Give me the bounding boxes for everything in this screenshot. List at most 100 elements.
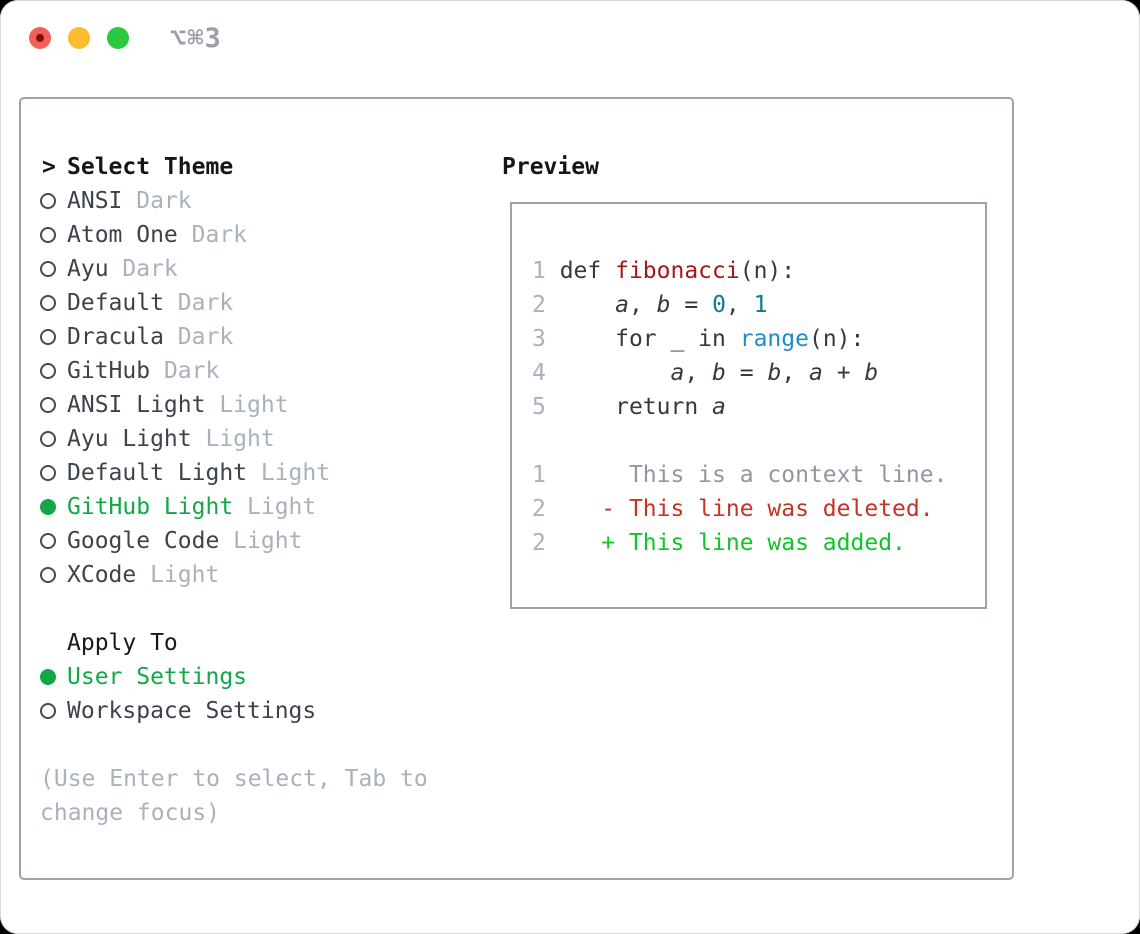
radio-icon[interactable] (40, 329, 56, 345)
code-token-var: b (864, 360, 879, 386)
preview-line: 2 a, b = 0, 1 (532, 288, 985, 322)
hint-text: (Use Enter to select, Tab to change focus… (40, 762, 428, 830)
theme-item-google-code[interactable]: Google Code Light (40, 524, 330, 558)
code-token-var: a (809, 360, 823, 386)
line-number: 4 (532, 360, 560, 386)
preview-line: 4 a, b = b, a + b (532, 356, 985, 390)
theme-item-atom-one[interactable]: Atom One Dark (40, 218, 330, 252)
theme-variant: Dark (150, 358, 220, 384)
code-token: , (684, 360, 713, 386)
apply-option-user-settings[interactable]: User Settings (40, 660, 316, 694)
line-number: 1 (532, 462, 560, 488)
radio-icon[interactable] (40, 703, 56, 719)
code-token-lit: 1 (753, 292, 768, 318)
theme-name: Dracula (67, 324, 164, 350)
theme-variant: Light (219, 528, 303, 554)
radio-icon[interactable] (40, 465, 56, 481)
code-token-var: a (670, 360, 685, 386)
code-token-call: range (739, 326, 809, 352)
theme-item-dracula[interactable]: Dracula Dark (40, 320, 330, 354)
apply-option-workspace-settings[interactable]: Workspace Settings (40, 694, 316, 728)
code-token: for _ in (559, 326, 740, 352)
radio-icon[interactable] (40, 295, 56, 311)
theme-item-ansi[interactable]: ANSI Dark (40, 184, 330, 218)
preview-line: 2 + This line was added. (532, 526, 985, 560)
theme-name: Ayu Light (67, 426, 192, 452)
theme-item-ansi-light[interactable]: ANSI Light Light (40, 388, 330, 422)
code-token: , (725, 292, 754, 318)
theme-name: ANSI (67, 188, 123, 214)
apply-to-title: Apply To (67, 630, 178, 656)
radio-icon[interactable] (40, 499, 56, 515)
theme-variant: Dark (163, 290, 234, 316)
select-theme-header: > Select Theme (40, 150, 330, 184)
theme-name: ANSI Light (67, 392, 206, 418)
theme-variant: Light (233, 494, 317, 520)
apply-option-label: User Settings (67, 664, 248, 690)
radio-icon[interactable] (40, 227, 56, 243)
radio-icon[interactable] (40, 669, 56, 685)
theme-item-default-light[interactable]: Default Light Light (40, 456, 330, 490)
theme-name: Google Code (67, 528, 220, 554)
apply-option-label: Workspace Settings (67, 698, 317, 724)
radio-icon[interactable] (40, 261, 56, 277)
theme-name: GitHub (67, 358, 151, 384)
line-number: 5 (532, 394, 560, 420)
hint-line: change focus) (40, 800, 221, 826)
select-theme-title: Select Theme (67, 154, 234, 180)
theme-name: GitHub Light (67, 494, 234, 520)
code-token: = (670, 292, 713, 318)
code-token: return (559, 394, 713, 420)
radio-icon[interactable] (40, 397, 56, 413)
preview-line: 5 return a (532, 390, 985, 424)
line-number: 2 (532, 496, 560, 522)
line-number: 1 (532, 258, 560, 284)
preview-line: 1 This is a context line. (532, 458, 985, 492)
code-token-add: + This line was added. (559, 530, 906, 556)
close-button[interactable] (29, 27, 51, 49)
code-token-var: b (656, 292, 671, 318)
code-token-var: a (615, 292, 629, 318)
line-number: 3 (532, 326, 560, 352)
theme-item-default[interactable]: Default Dark (40, 286, 330, 320)
title-bar: ⌥⌘3 (29, 23, 222, 54)
zoom-button[interactable] (107, 27, 129, 49)
theme-item-xcode[interactable]: XCode Light (40, 558, 330, 592)
code-token (560, 292, 615, 318)
radio-icon[interactable] (40, 533, 56, 549)
preview-line: 1 def fibonacci(n): (532, 254, 985, 288)
theme-item-github-light[interactable]: GitHub Light Light (40, 490, 330, 524)
theme-item-github[interactable]: GitHub Dark (40, 354, 330, 388)
code-token: (n): (739, 258, 796, 284)
code-token-lit: 0 (712, 292, 726, 318)
theme-name: Default Light (67, 460, 248, 486)
radio-icon[interactable] (40, 431, 56, 447)
code-token-ctx: This is a context line. (559, 462, 948, 488)
theme-item-ayu-light[interactable]: Ayu Light Light (40, 422, 330, 456)
theme-variant: Dark (122, 188, 192, 214)
code-token: def (559, 258, 616, 284)
theme-variant: Dark (177, 222, 248, 248)
theme-name: Default (67, 290, 164, 316)
hint-line: (Use Enter to select, Tab to (40, 766, 428, 792)
code-token-var: a (712, 394, 726, 420)
preview-line: 3 for _ in range(n): (532, 322, 985, 356)
theme-variant: Light (136, 562, 220, 588)
radio-icon[interactable] (40, 193, 56, 209)
radio-icon[interactable] (40, 567, 56, 583)
code-token (560, 360, 671, 386)
prompt-icon: > (42, 154, 56, 180)
radio-icon[interactable] (40, 363, 56, 379)
theme-item-ayu[interactable]: Ayu Dark (40, 252, 330, 286)
line-number: 2 (532, 292, 560, 318)
minimize-button[interactable] (68, 27, 90, 49)
theme-variant: Dark (163, 324, 234, 350)
code-token-var: b (767, 360, 782, 386)
